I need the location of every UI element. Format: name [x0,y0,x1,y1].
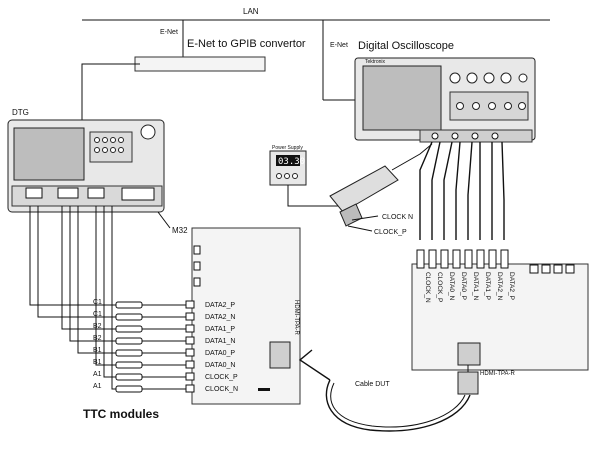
left-fixture-label: HDMI-TPA-R [293,300,299,336]
power-cable [287,185,340,207]
scope-brand: Tektronix [365,59,386,65]
scope-cables [419,141,505,240]
ttc-module [115,325,143,333]
enet-label-right: E-Net [330,42,348,49]
power-value: 03.30 [278,157,305,167]
gpib-converter [134,56,266,72]
dtg-label: DTG [12,108,29,117]
ttc-channel-label: B1 [93,347,102,354]
m32-label: M32 [172,226,188,235]
ttc-cable [77,206,116,354]
left-fixture-port [185,384,195,393]
left-fixture-signal-label: DATA1_N [205,338,235,345]
ttc-channel-label: C1 [93,311,102,318]
clock-n-label: CLOCK N [382,214,413,221]
clock-p-label: CLOCK_P [374,229,407,236]
right-fixture-signal-label: DATA1_N [472,272,479,301]
ttc-module [115,349,143,357]
scope-knobs [449,72,529,121]
right-fixture-signal-label: CLOCK_N [424,272,431,303]
left-fixture-signal-label: DATA0_P [205,350,235,357]
clock-probe [329,143,433,227]
ttc-cable [37,206,116,318]
left-fixture-signal-label: DATA2_P [205,302,235,309]
power-supply: 03.30 [269,150,307,186]
left-fixture-signals: DATA2_P DATA2_N DATA1_P DATA1_N DATA0_P DATA0… [185,300,238,393]
left-fixture-port [185,360,195,369]
left-fixture-port [185,312,195,321]
left-fixture-port [185,300,195,309]
ttc-channel-label: A1 [93,371,102,378]
ttc-channel-label: B2 [93,323,102,330]
right-fixture-signal-label: DATA2_N [496,272,503,301]
left-fixture-signal-label: DATA0_N [205,362,235,369]
left-hdmi-port [269,341,291,369]
dtg-screen [13,127,85,181]
ttc-cable [111,206,116,390]
right-fixture-signal-label: DATA1_P [484,272,491,300]
ttc-module [115,385,143,393]
right-fixture-signal-label: CLOCK_P [436,272,443,302]
ttc-cable [95,206,116,366]
ttc-cable [61,206,116,330]
power-supply-label: Power Supply [272,145,303,151]
cable-dut-label: Cable DUT [355,381,390,388]
right-fixture-signal-label: DATA2_P [508,272,515,300]
enet-label-left: E-Net [160,29,178,36]
left-fixture-signal-label: DATA1_P [205,326,235,333]
gpib-cable [81,63,140,120]
ttc-cable [103,206,116,378]
right-fixture-connectors [416,249,575,274]
ttc-module [115,361,143,369]
digital-oscilloscope: Tektronix [354,57,536,143]
left-fixture-port [185,336,195,345]
m32-pointer [157,211,171,229]
left-fixture-port [185,372,195,381]
hdmi-fixture-right: HDMI-TPA-R [411,249,589,377]
ttc-channel-label: A1 [93,383,102,390]
right-hdmi-port [457,342,481,366]
ttc-module [115,301,143,309]
dut-cable [298,349,479,432]
scope-screen [362,65,442,131]
hdmi-fixture-left [191,227,301,405]
right-fixture-signal-label: DATA0_N [448,272,455,301]
right-fixture-signal-label: DATA0_P [460,272,467,300]
ttc-module [115,373,143,381]
ttc-channel-label: B1 [93,359,102,366]
right-fixture-signals: CLOCK_N CLOCK_P DATA0_N DATA0_P DATA1_N DATA1… [424,272,515,303]
right-fixture-label: HDMI-TPA-R [480,371,516,377]
left-fixture-signal-label: CLOCK_P [205,374,238,381]
ttc-channel-label: B2 [93,335,102,342]
left-fixture-signal-label: CLOCK_N [205,386,238,393]
ttc-cable [29,206,116,306]
ttc-module [115,337,143,345]
dtg-generator [7,119,165,213]
left-fixture-port [185,348,195,357]
ttc-channel-label: C1 [93,299,102,306]
left-fixture-signal-label: DATA2_N [205,314,235,321]
converter-label: E-Net to GPIB convertor [187,38,306,50]
left-fixture-port [185,324,195,333]
ttc-module [115,313,143,321]
ttc-cable [69,206,116,342]
lan-label: LAN [243,7,259,16]
oscilloscope-label: Digital Oscilloscope [358,40,454,52]
ttc-modules-label: TTC modules [83,407,159,421]
